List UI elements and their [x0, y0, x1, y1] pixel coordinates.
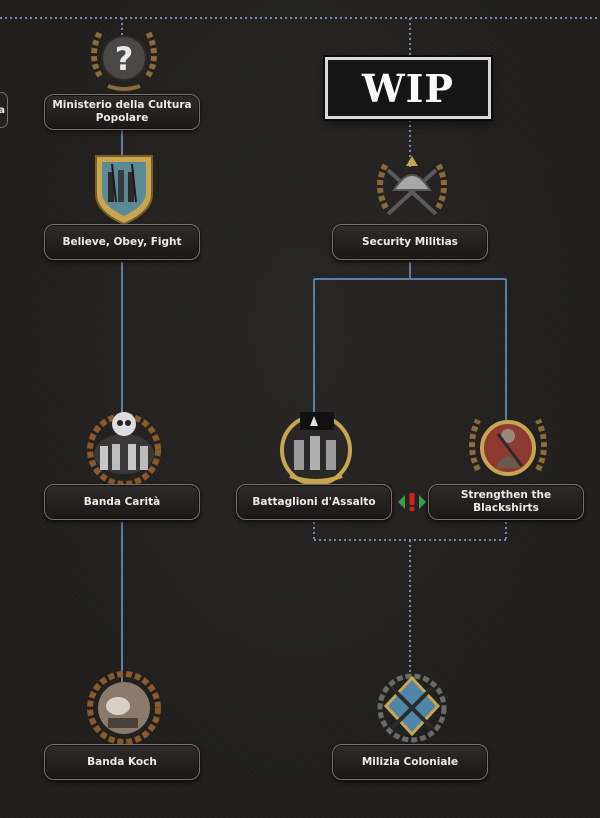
focus-label: Believe, Obey, Fight [44, 224, 200, 260]
focus-label: Security Militias [332, 224, 488, 260]
focus-label: Milizia Coloniale [332, 744, 488, 780]
mutually-exclusive-icon [396, 491, 428, 513]
blackshirt-soldier-icon [462, 406, 554, 486]
offscreen-focus-stub[interactable]: a [0, 92, 8, 128]
offscreen-focus-text: a [0, 104, 5, 116]
flag-soldiers-icon [270, 406, 362, 486]
wip-banner: WIP [325, 57, 491, 119]
focus-label: Banda Koch [44, 744, 200, 780]
question-mark-laurel-icon: ? [78, 16, 170, 96]
skull-squad-icon [78, 406, 170, 486]
soldiers-shield-icon [78, 146, 170, 226]
focus-label: Strengthen the Blackshirts [428, 484, 584, 520]
portrait-laurel-icon [78, 666, 170, 746]
focus-label: Banda Carità [44, 484, 200, 520]
wip-banner-text: WIP [361, 65, 455, 111]
svg-text:?: ? [115, 40, 134, 78]
focus-label: Battaglioni d'Assalto [236, 484, 392, 520]
crossed-rifles-badge-icon [366, 666, 458, 746]
helmet-rifles-icon [366, 146, 458, 226]
focus-label: Ministerio della Cultura Popolare [44, 94, 200, 130]
